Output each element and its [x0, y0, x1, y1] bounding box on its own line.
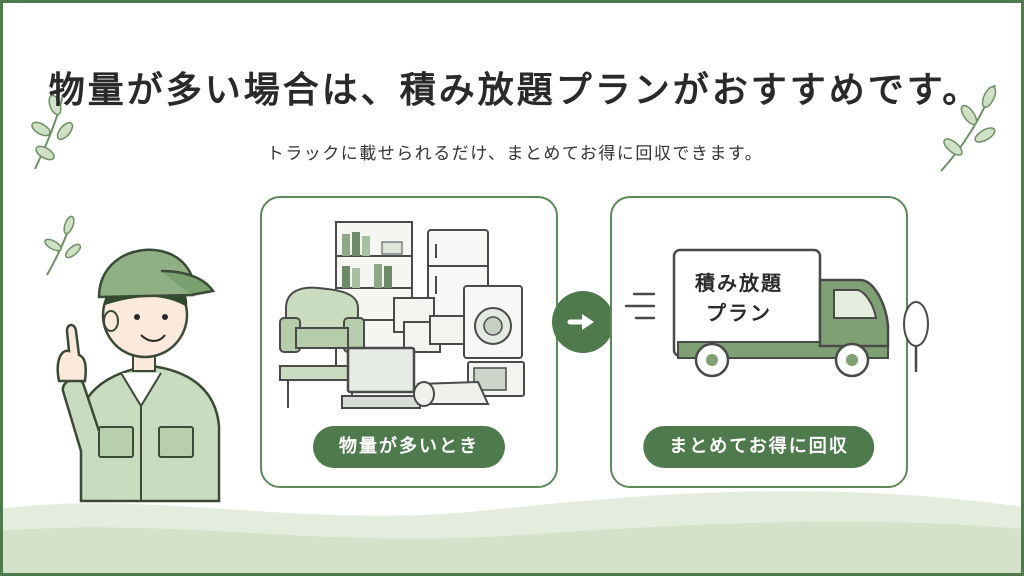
all-you-can-load-card: 積み放題 プラン まとめてお得に回収 — [610, 196, 929, 488]
leaf-sprig-icon — [31, 94, 74, 170]
bottom-wave-decoration — [3, 491, 1021, 573]
leaf-sprig-icon — [44, 215, 82, 276]
bulk-collection-label: まとめてお得に回収 — [643, 426, 875, 468]
high-volume-label: 物量が多いとき — [313, 426, 505, 468]
high-volume-card: 物量が多いとき — [260, 196, 558, 488]
leaf-sprig-icon — [940, 84, 997, 172]
truck-illustration — [624, 248, 929, 378]
truck-label-line1: 積み放題 — [695, 271, 783, 295]
truck-label-line2: プラン — [706, 301, 772, 325]
arrow-right-icon — [552, 291, 614, 353]
truck-plan-label: 積み放題 プラン — [674, 268, 804, 328]
worker-pointing-illustration — [56, 248, 221, 503]
page-subtitle: トラックに載せられるだけ、まとめてお得に回収できます。 — [266, 144, 764, 164]
household-items-pile-illustration — [279, 221, 525, 409]
page-title: 物量が多い場合は、積み放題プランがおすすめです。 — [48, 70, 982, 111]
